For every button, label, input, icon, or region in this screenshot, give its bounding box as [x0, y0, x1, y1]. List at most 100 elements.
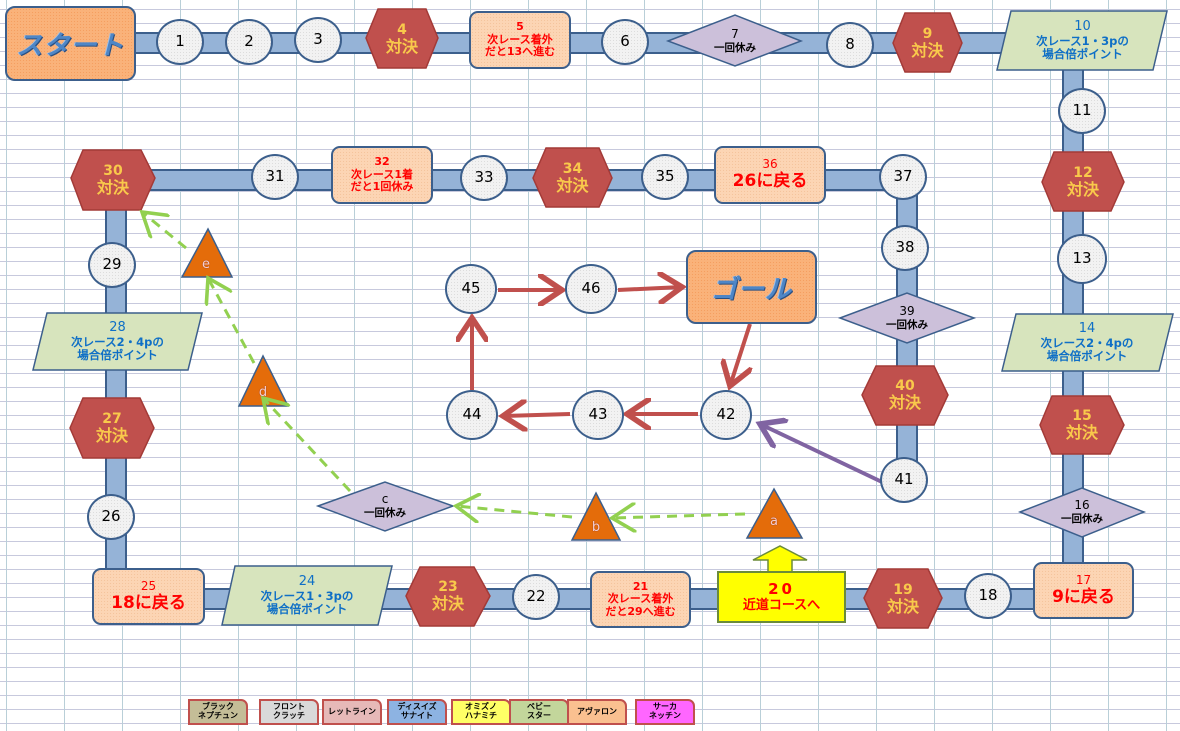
- square-14-shape[interactable]: [1001, 313, 1174, 372]
- square-7-shape[interactable]: [665, 14, 804, 67]
- square-text: 対決: [911, 40, 944, 60]
- square-text-line2: 場合倍ポイント: [266, 601, 348, 616]
- square-text-line1: 次レース1・3pの: [260, 588, 354, 603]
- square-16-shape[interactable]: [1017, 487, 1147, 538]
- shortcut-arrow-a-b: [612, 514, 746, 518]
- square-29[interactable]: 29: [88, 242, 136, 288]
- square-number: 6: [620, 32, 630, 51]
- square-text: 一回休み: [364, 506, 406, 519]
- square-9-shape[interactable]: [892, 12, 963, 73]
- square-number: 37: [893, 167, 913, 186]
- legend-label: ブラック ネプチュン: [198, 702, 238, 720]
- square-44[interactable]: 44: [446, 390, 498, 440]
- square-text: 18に戻る: [111, 592, 186, 613]
- square-42[interactable]: 42: [700, 390, 752, 440]
- shortcut-arrow-c-d: [263, 398, 352, 493]
- square-4-shape[interactable]: [365, 8, 439, 69]
- shortcut-b-shape[interactable]: [570, 491, 622, 541]
- square-41[interactable]: 41: [880, 457, 928, 503]
- square-22[interactable]: 22: [512, 574, 560, 620]
- square-19-shape[interactable]: [863, 568, 943, 629]
- square-8[interactable]: 8: [826, 22, 874, 68]
- square-45[interactable]: 45: [445, 264, 497, 314]
- square-text-line1: 次レース着外: [487, 32, 553, 46]
- square-3[interactable]: 3: [294, 17, 342, 63]
- square-text: 一回休み: [1061, 512, 1103, 525]
- square-11[interactable]: 11: [1058, 88, 1106, 134]
- square-18[interactable]: 18: [964, 573, 1012, 619]
- square-5[interactable]: 5 次レース着外 だと13へ進む: [469, 11, 571, 69]
- square-28-shape[interactable]: [32, 312, 203, 371]
- square-text: 対決: [888, 392, 921, 412]
- square-6[interactable]: 6: [601, 19, 649, 65]
- square-13[interactable]: 13: [1057, 234, 1107, 284]
- shortcut-path: [142, 212, 746, 518]
- legend-item-avalon: アヴァロン: [567, 699, 627, 725]
- square-text-line1: 次レース2・4pの: [71, 334, 164, 349]
- square-26[interactable]: 26: [87, 494, 135, 540]
- square-12-shape[interactable]: [1041, 151, 1125, 212]
- square-25[interactable]: 25 18に戻る: [92, 568, 205, 625]
- shortcut-arrow-b-c: [456, 506, 573, 517]
- bonus-squares: [32, 10, 1174, 626]
- square-40-shape[interactable]: [861, 365, 949, 426]
- square-number: 40: [895, 377, 915, 394]
- shortcut-d-label: d: [258, 385, 268, 400]
- square-number: 3: [313, 30, 323, 49]
- square-number: 17: [1075, 572, 1092, 587]
- square-text-line2: だと13へ進む: [484, 45, 556, 59]
- square-text-line1: 次レース1・3pの: [1036, 33, 1129, 48]
- legend-item-front-clutch: フロント クラッチ: [259, 699, 319, 725]
- square-2[interactable]: 2: [225, 19, 273, 65]
- square-33[interactable]: 33: [460, 155, 508, 201]
- square-number: 21: [632, 579, 649, 593]
- start-square[interactable]: スタート: [5, 6, 136, 81]
- arrow-43-44: [503, 414, 571, 416]
- square-37[interactable]: 37: [879, 154, 927, 200]
- legend-label: ディスイズ サナイト: [397, 702, 437, 720]
- square-text: 対決: [1065, 422, 1098, 442]
- square-32[interactable]: 32 次レース1着 だと1回休み: [331, 146, 433, 204]
- square-text: 対決: [886, 596, 919, 616]
- square-34-shape[interactable]: [532, 147, 613, 208]
- square-number: 23: [438, 578, 458, 595]
- goal-square[interactable]: ゴール: [686, 250, 817, 324]
- arrow-46-goal: [617, 287, 682, 290]
- square-27-shape[interactable]: [69, 397, 155, 459]
- square-43[interactable]: 43: [572, 390, 624, 440]
- square-21[interactable]: 21 次レース着外 だと29へ進む: [590, 571, 691, 628]
- legend-item-red-line: レットライン: [322, 699, 382, 725]
- shortcut-e-label: e: [202, 257, 210, 272]
- square-number: 27: [102, 410, 122, 427]
- goal-path: [472, 287, 750, 416]
- square-31[interactable]: 31: [251, 154, 299, 200]
- up-arrow-icon: [752, 545, 808, 573]
- square-20[interactable]: 20 近道コースへ: [717, 571, 846, 623]
- square-number: 15: [1072, 407, 1092, 424]
- shortcut-arrow-d-e: [208, 278, 256, 364]
- square-39-shape[interactable]: [837, 292, 977, 344]
- square-17[interactable]: 17 9に戻る: [1033, 562, 1134, 619]
- square-1[interactable]: 1: [156, 19, 204, 65]
- square-number: 11: [1072, 101, 1092, 120]
- shortcut-a-shape[interactable]: [745, 487, 804, 539]
- square-23-shape[interactable]: [405, 566, 491, 627]
- square-number: 19: [893, 581, 913, 598]
- square-15-shape[interactable]: [1039, 395, 1125, 455]
- square-46[interactable]: 46: [565, 264, 617, 314]
- legend-item-omizuno-hanamichi: オミズノ ハナミチ: [451, 699, 511, 725]
- square-30-shape[interactable]: [70, 149, 156, 211]
- square-36[interactable]: 36 26に戻る: [714, 146, 826, 204]
- shortcut-b-label: b: [591, 520, 601, 535]
- square-24-shape[interactable]: [221, 565, 393, 626]
- square-38[interactable]: 38: [881, 225, 929, 271]
- square-10-shape[interactable]: [996, 10, 1168, 71]
- square-35[interactable]: 35: [641, 154, 689, 200]
- square-number: 25: [140, 578, 157, 593]
